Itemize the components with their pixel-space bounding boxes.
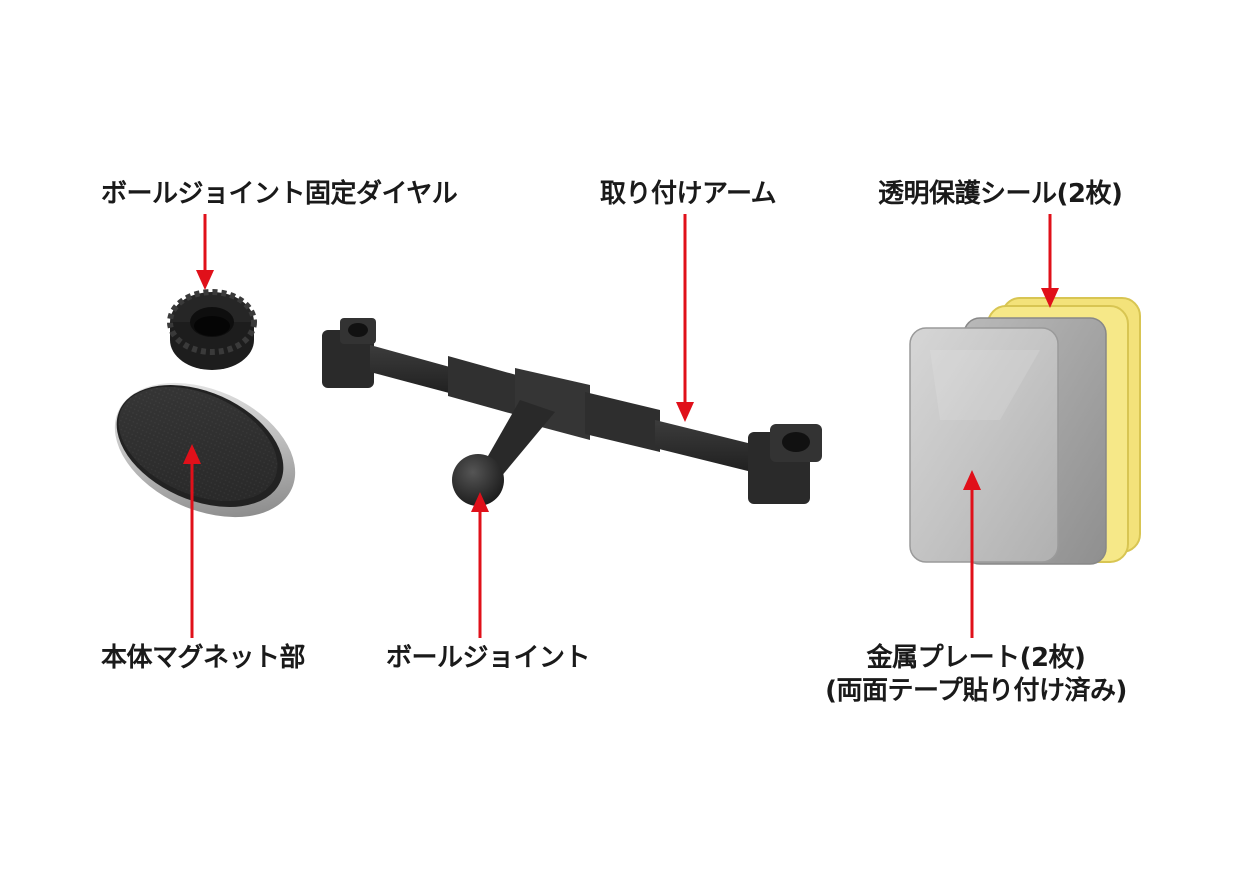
label-arm: 取り付けアーム bbox=[600, 179, 777, 209]
label-plate-line2: (両面テープ貼り付け済み) bbox=[825, 675, 1127, 706]
arrow-arm bbox=[676, 214, 694, 422]
label-ball-joint: ボールジョイント bbox=[386, 643, 591, 673]
arrow-ball-joint bbox=[471, 492, 489, 638]
dial-ring-icon bbox=[167, 289, 257, 370]
label-seal: 透明保護シール(2枚) bbox=[878, 179, 1123, 209]
label-plate: 金属プレート(2枚) (両面テープ貼り付け済み) bbox=[816, 642, 1136, 707]
label-magnet: 本体マグネット部 bbox=[101, 643, 306, 673]
magnet-pad-icon bbox=[114, 382, 296, 518]
arrow-magnet bbox=[183, 444, 201, 638]
arrow-plate bbox=[963, 470, 981, 638]
label-dial: ボールジョイント固定ダイヤル bbox=[101, 179, 458, 209]
mount-arm-icon bbox=[322, 318, 822, 506]
label-plate-line1: 金属プレート(2枚) bbox=[866, 643, 1086, 673]
metal-plate-icon bbox=[909, 297, 1141, 565]
arrow-seal bbox=[1041, 214, 1059, 308]
arrow-dial bbox=[196, 214, 214, 290]
